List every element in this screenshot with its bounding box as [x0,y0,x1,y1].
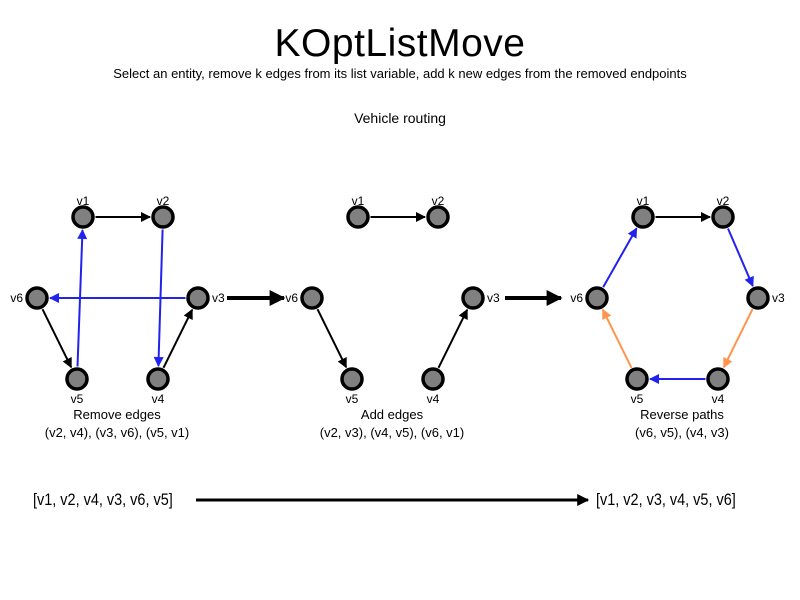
node-v2 [151,205,175,229]
node-v3 [186,286,210,310]
node-label-v1: v1 [637,194,650,208]
edge-v5-v6 [601,308,633,369]
caption-add-edges: Add edges (v2, v3), (v4, v5), (v6, v1) [252,406,532,442]
node-v6 [300,286,324,310]
list-after: [v1, v2, v3, v4, v5, v6] [596,490,736,509]
node-label-v4: v4 [427,392,440,406]
graph-remove-edges: v1 v2 v3 v4 v5 v6 [10,194,225,406]
node-label-v4: v4 [712,392,725,406]
node-v4 [421,367,445,391]
node-v6 [585,286,609,310]
edge-v6-v5 [316,308,348,369]
edge-v6-v5 [41,308,73,369]
node-v5 [65,367,89,391]
graph-add-edges: v1 v2 v3 v4 v5 v6 [285,194,500,406]
node-v6 [25,286,49,310]
caption-add-edges-list: (v2, v3), (v4, v5), (v6, v1) [319,425,465,440]
node-label-v6: v6 [285,291,298,305]
node-label-v5: v5 [631,392,644,406]
node-label-v1: v1 [77,194,90,208]
caption-reverse-paths: Reverse paths (v6, v5), (v4, v3) [542,406,800,442]
node-v4 [146,367,170,391]
node-label-v5: v5 [346,392,359,406]
node-label-v4: v4 [152,392,165,406]
node-label-v2: v2 [157,194,170,208]
node-label-v3: v3 [487,291,500,305]
node-v1 [71,205,95,229]
node-label-v6: v6 [10,291,23,305]
edge-v4-v3 [437,308,469,369]
edge-v2-v3 [727,228,754,288]
node-label-v5: v5 [71,392,84,406]
caption-remove-edges-title: Remove edges [73,407,161,422]
node-v3 [746,286,770,310]
node-label-v1: v1 [352,194,365,208]
node-v5 [340,367,364,391]
caption-remove-edges-list: (v2, v4), (v3, v6), (v5, v1) [44,425,190,440]
node-label-v3: v3 [212,291,225,305]
caption-remove-edges: Remove edges (v2, v4), (v3, v6), (v5, v1… [0,406,257,442]
node-v1 [346,205,370,229]
node-v4 [706,367,730,391]
node-v2 [711,205,735,229]
node-v2 [426,205,450,229]
node-v3 [461,286,485,310]
node-label-v6: v6 [570,291,583,305]
node-label-v2: v2 [432,194,445,208]
edge-v6-v1 [602,227,638,288]
edge-v5-v1 [76,229,88,367]
page-title: KOptListMove [274,22,526,65]
caption-add-edges-title: Add edges [360,407,424,422]
node-label-v2: v2 [717,194,730,208]
caption-reverse-paths-list: (v6, v5), (v4, v3) [635,425,729,440]
list-before: [v1, v2, v4, v3, v6, v5] [33,490,173,509]
caption-reverse-paths-title: Reverse paths [640,407,724,422]
node-label-v3: v3 [772,291,785,305]
node-v5 [625,367,649,391]
use-case-label: Vehicle routing [354,110,446,126]
page-subtitle: Select an entity, remove k edges from it… [113,66,687,81]
edge-v4-v3 [162,308,194,369]
edge-v3-v4 [722,308,754,369]
graph-reverse-paths: v1 v2 v3 v4 v5 v6 [570,194,785,406]
node-v1 [631,205,655,229]
